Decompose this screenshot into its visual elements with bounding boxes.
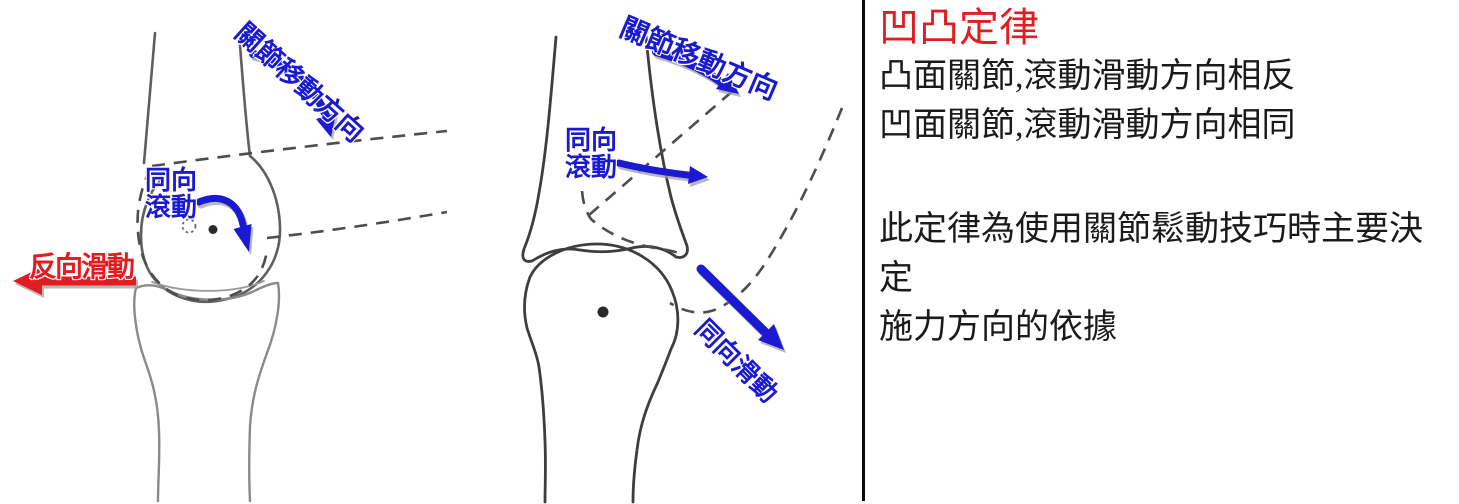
note-line-2: 施力方向的依據 [879,309,1117,346]
left-moved-condyle-dashed-arc [136,167,269,302]
panel-title: 凹凸定律 [879,5,1039,50]
right-moved-bone-left-dashed-edge [588,88,736,216]
left-joint-space-line [151,280,265,292]
right-upper-bone-left-edge [521,35,558,263]
left-moved-bone-lower-dashed-line [266,210,448,240]
left-slide-arrow [13,267,136,295]
left-axis-dot [208,225,218,234]
left-tibia-shaft-right-edge [248,281,281,503]
left-joint-diagram [13,30,448,503]
left-roll-label-line2: 滾動 [144,192,197,222]
right-roll-label-line1: 同向 [564,125,617,155]
right-joint-diagram [521,34,844,504]
note-line-1: 此定律為使用關節鬆動技巧時主要決定 [879,211,1423,297]
right-upper-bone-right-edge [644,34,689,259]
left-tibia-shaft-left-edge [133,286,161,503]
right-lower-bone-head-and-right-edge [528,242,680,504]
right-axis-dot [597,306,609,318]
left-roll-label: 同向 滾動 [141,167,201,221]
left-slide-label: 反向滑動 [29,251,135,282]
right-lower-bone-left-edge [523,275,547,504]
right-roll-arrow [615,159,708,184]
right-upper-bone-concave-surface [530,245,678,263]
right-slide-arrow [696,264,784,350]
left-moved-bone-upper-dashed-line [151,129,448,168]
right-roll-label: 同向 滾動 [561,127,621,181]
left-femur-shaft-right-edge [237,30,252,158]
right-moved-bone-right-dashed-edge [669,107,844,314]
left-roll-label-line1: 同向 [144,165,197,195]
left-femur-shaft-left-edge [142,31,157,165]
right-moved-socket-dashed-surface [580,190,685,257]
left-roll-arrow [195,195,252,252]
convex-rule-line: 凸面關節,滾動滑動方向相反 [879,58,1296,95]
rule-text-panel: 凹凸定律 凸面關節,滾動滑動方向相反 凹面關節,滾動滑動方向相同 此定律為使用關… [862,0,1456,501]
concave-rule-line: 凹面關節,滾動滑動方向相同 [879,107,1296,144]
left-shifted-axis-dotted-circle [181,218,197,234]
right-movement-direction-arrow [652,48,739,94]
left-movement-direction-arrow [249,50,336,137]
right-roll-label-line2: 滾動 [564,152,617,182]
panel-blank-line [879,150,1456,205]
